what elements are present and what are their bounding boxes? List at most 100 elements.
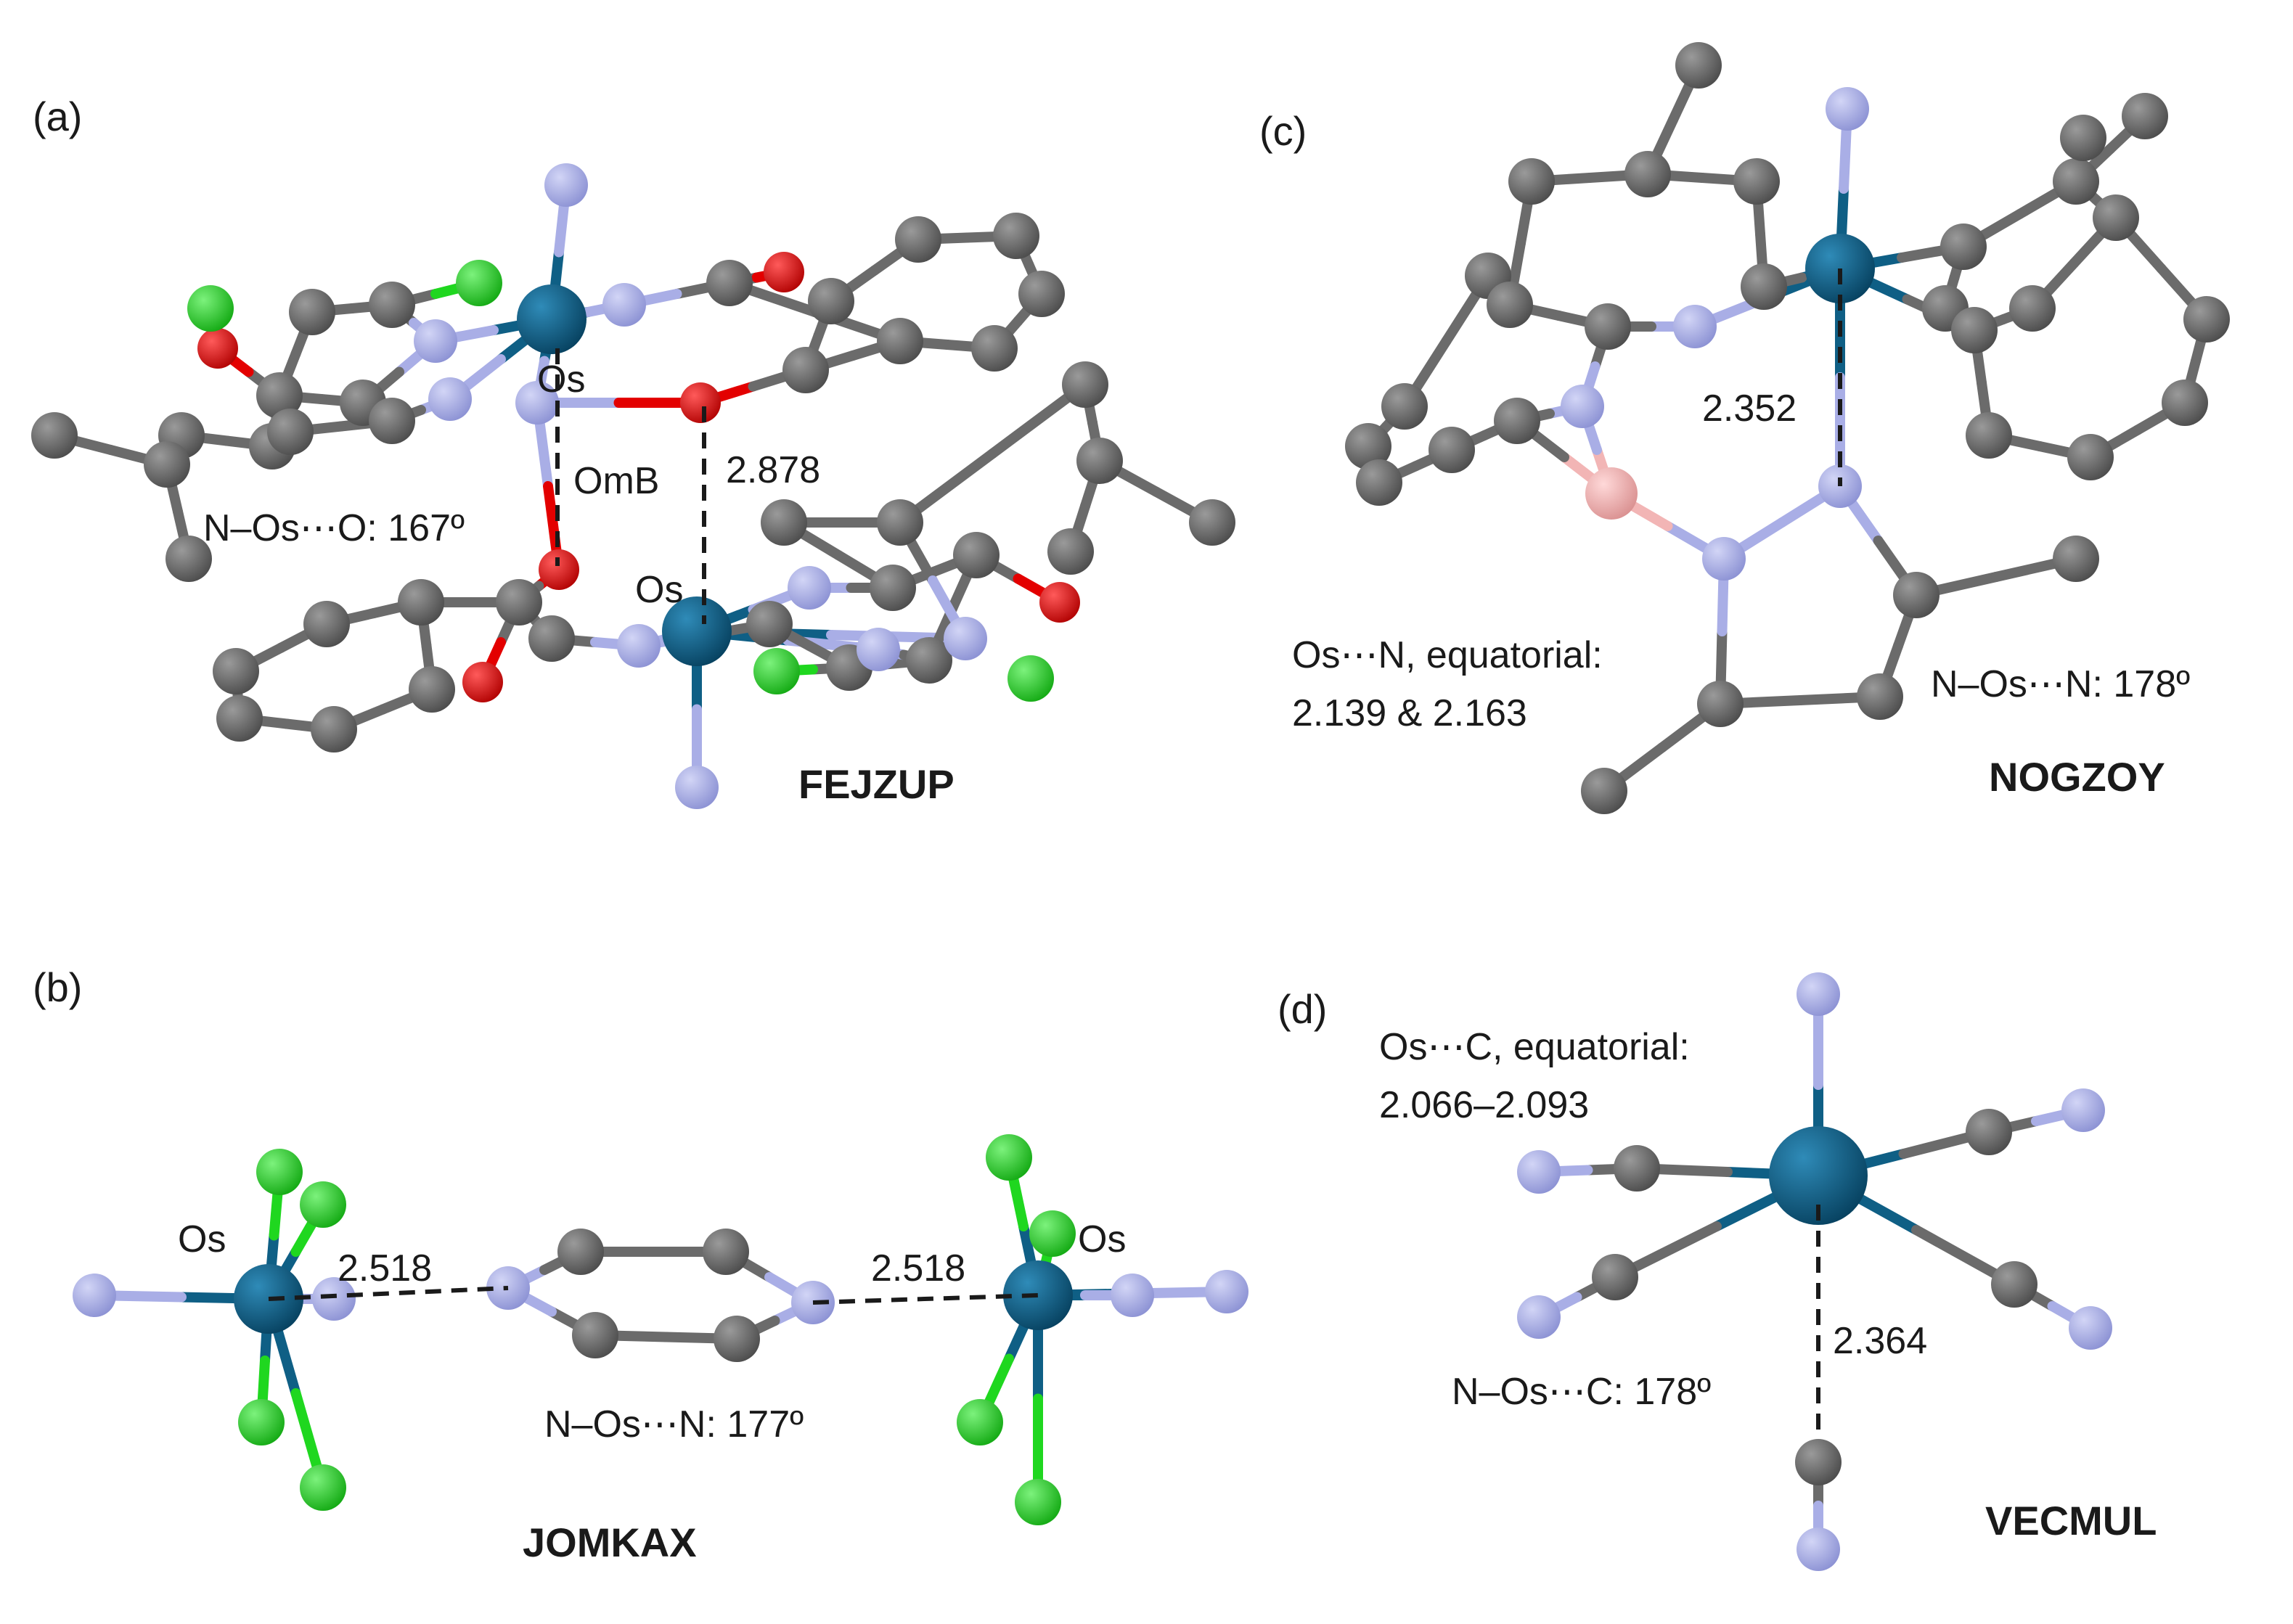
carbon-atom	[144, 441, 190, 488]
carbon-atom	[165, 536, 212, 582]
carbon-atom	[1345, 423, 1391, 469]
carbon-atom	[1857, 673, 1903, 720]
carbon-atom	[1697, 681, 1744, 727]
chlorine-atom	[1007, 655, 1054, 702]
nitrogen-atom	[73, 1274, 116, 1317]
csd-refcode: JOMKAX	[523, 1520, 697, 1565]
carbon-atom	[2122, 93, 2168, 139]
carbon-atom	[1675, 42, 1722, 89]
atoms	[31, 163, 1235, 809]
chlorine-atom	[1029, 1210, 1076, 1257]
nitrogen-atom	[602, 283, 646, 327]
carbon-atom	[2162, 380, 2208, 426]
carbon-atom	[369, 398, 415, 444]
oxygen-atom	[539, 549, 579, 590]
distance-label: 2.518	[871, 1247, 965, 1289]
carbon-atom	[808, 278, 854, 324]
carbon-atom	[1733, 158, 1780, 205]
nitrogen-atom	[857, 628, 900, 671]
carbon-atom	[703, 1229, 749, 1275]
chlorine-atom	[456, 260, 502, 306]
carbon-atom	[2067, 434, 2114, 480]
carbon-atom	[1018, 271, 1065, 317]
nitrogen-atom	[617, 624, 661, 668]
carbon-atom	[267, 409, 314, 455]
carbon-atom	[706, 260, 753, 306]
carbon-atom	[1428, 427, 1475, 473]
equatorial-label: Os⋯C, equatorial:	[1379, 1026, 1690, 1068]
oxygen-atom	[197, 328, 238, 369]
chlorine-atom	[300, 1464, 346, 1511]
carbon-atom	[1047, 528, 1094, 575]
atoms	[73, 1134, 1248, 1525]
os-label: Os	[635, 569, 683, 611]
carbon-atom	[1076, 438, 1123, 484]
oxygen-atom	[1039, 582, 1080, 623]
carbon-atom	[1508, 158, 1555, 205]
carbon-atom	[1381, 383, 1428, 430]
carbon-atom	[714, 1316, 760, 1362]
carbon-atom	[369, 282, 415, 328]
chlorine-atom	[187, 285, 234, 332]
carbon-atom	[1624, 151, 1671, 197]
nitrogen-atom	[312, 1277, 356, 1321]
csd-refcode: NOGZOY	[1989, 754, 2165, 800]
panel-b-letter: (b)	[33, 964, 82, 1010]
carbon-atom	[1795, 1439, 1842, 1485]
carbon-atom	[1741, 263, 1787, 310]
atoms	[1517, 972, 2112, 1571]
vecmul-molecule	[1517, 972, 2112, 1571]
carbon-atom	[1991, 1261, 2037, 1308]
nitrogen-atom	[414, 319, 457, 363]
os-label: Os	[537, 358, 585, 401]
csd-refcode: FEJZUP	[798, 761, 955, 807]
jomkax-molecule	[73, 1134, 1248, 1525]
carbon-atom	[1062, 361, 1108, 408]
carbon-atom	[289, 289, 335, 335]
carbon-atom	[2183, 296, 2230, 343]
distance-label: 2.364	[1833, 1320, 1927, 1362]
osmium-atom	[517, 284, 586, 354]
nitrogen-atom	[1797, 972, 1840, 1016]
carbon-atom	[1893, 572, 1940, 618]
nitrogen-atom	[428, 377, 472, 421]
carbon-atom	[311, 706, 357, 752]
carbon-atom	[761, 499, 807, 546]
carbon-atom	[1494, 398, 1540, 444]
carbon-atom	[1966, 1109, 2012, 1155]
nitrogen-atom	[544, 163, 588, 207]
carbon-atom	[971, 325, 1018, 372]
carbon-atom	[256, 372, 303, 419]
nitrogen-atom	[788, 566, 831, 610]
angle-label: N–Os⋯O: 167º	[203, 507, 465, 549]
carbon-atom	[895, 216, 941, 263]
carbon-atom	[409, 666, 455, 713]
angle-label: N–Os⋯C: 178º	[1452, 1371, 1711, 1413]
carbon-atom	[1581, 768, 1627, 814]
distance-label: 2.878	[726, 449, 820, 491]
nitrogen-atom	[944, 617, 987, 660]
carbon-atom	[877, 318, 923, 364]
chlorine-atom	[957, 1399, 1003, 1445]
carbon-atom	[496, 579, 542, 626]
carbon-atom	[572, 1312, 618, 1358]
carbon-atom	[953, 532, 1000, 578]
nitrogen-atom	[1205, 1270, 1248, 1313]
carbon-atom	[2009, 285, 2056, 332]
distance-label: 2.352	[1702, 387, 1797, 430]
atoms	[1345, 42, 2230, 814]
oxygen-atom	[462, 662, 503, 702]
panel-a-letter: (a)	[33, 94, 82, 139]
carbon-atom	[1966, 412, 2012, 459]
angle-label: N–Os⋯N: 177º	[544, 1403, 804, 1445]
oxygen-atom	[680, 382, 721, 423]
osmium-atom	[662, 596, 732, 666]
carbon-atom	[213, 648, 259, 694]
carbon-atom	[1940, 223, 1987, 270]
nitrogen-atom	[1797, 1527, 1840, 1571]
nitrogen-atom	[2069, 1306, 2112, 1350]
carbon-atom	[1951, 307, 1998, 353]
nitrogen-atom	[1561, 385, 1604, 428]
nitrogen-atom	[1702, 537, 1746, 581]
panel-d-letter: (d)	[1278, 986, 1327, 1032]
